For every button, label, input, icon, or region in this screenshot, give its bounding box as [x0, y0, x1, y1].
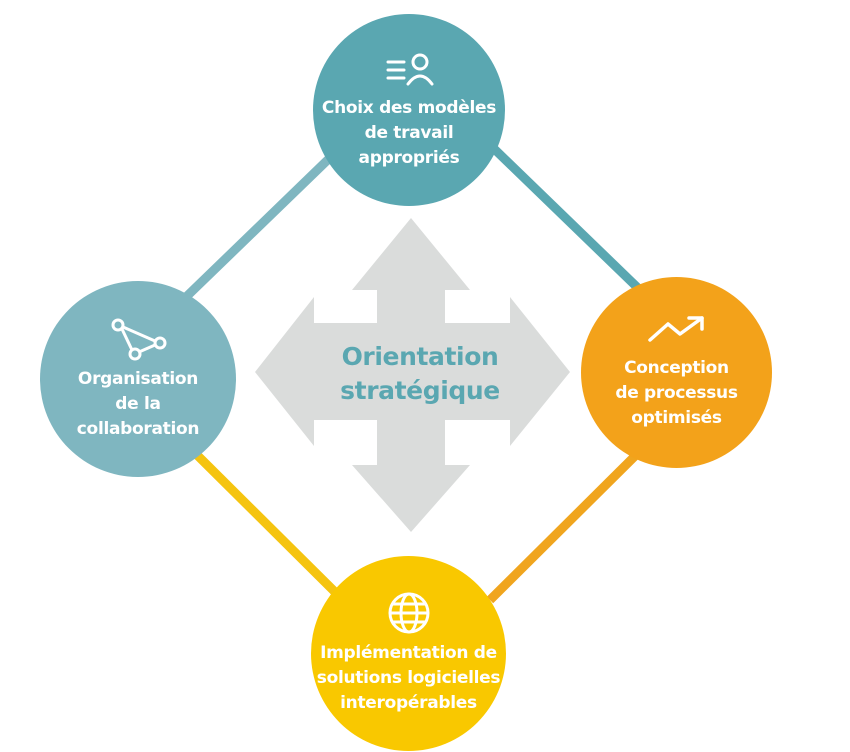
- node-process-design-label: Conception de processus optimisés: [615, 358, 738, 428]
- four-way-arrow: [255, 218, 570, 532]
- connector-right-bottom: [486, 451, 640, 604]
- node-work-models-label: Choix des modèles de travail appropriés: [321, 97, 497, 168]
- list-user-icon: [386, 53, 434, 85]
- globe-icon: [388, 592, 429, 634]
- node-collaboration: Organisation de la collaboration: [40, 281, 236, 477]
- network-icon: [111, 318, 167, 360]
- node-collaboration-label: Organisation de la collaboration: [76, 368, 200, 439]
- node-work-models: Choix des modèles de travail appropriés: [313, 14, 505, 206]
- center-label-line-2: stratégique: [340, 376, 500, 405]
- node-process-design: Conception de processus optimisés: [581, 277, 772, 468]
- center-label: Orientation stratégique: [300, 340, 540, 408]
- connector-left-bottom: [186, 444, 339, 596]
- connector-top-left: [181, 144, 344, 302]
- center-label-line-1: Orientation: [341, 342, 499, 371]
- node-software-implementation-label: Implémentation de solutions logicielles …: [316, 643, 501, 713]
- trend-up-icon: [647, 316, 704, 342]
- node-software-implementation: Implémentation de solutions logicielles …: [311, 556, 506, 751]
- connector-top-right: [481, 136, 644, 294]
